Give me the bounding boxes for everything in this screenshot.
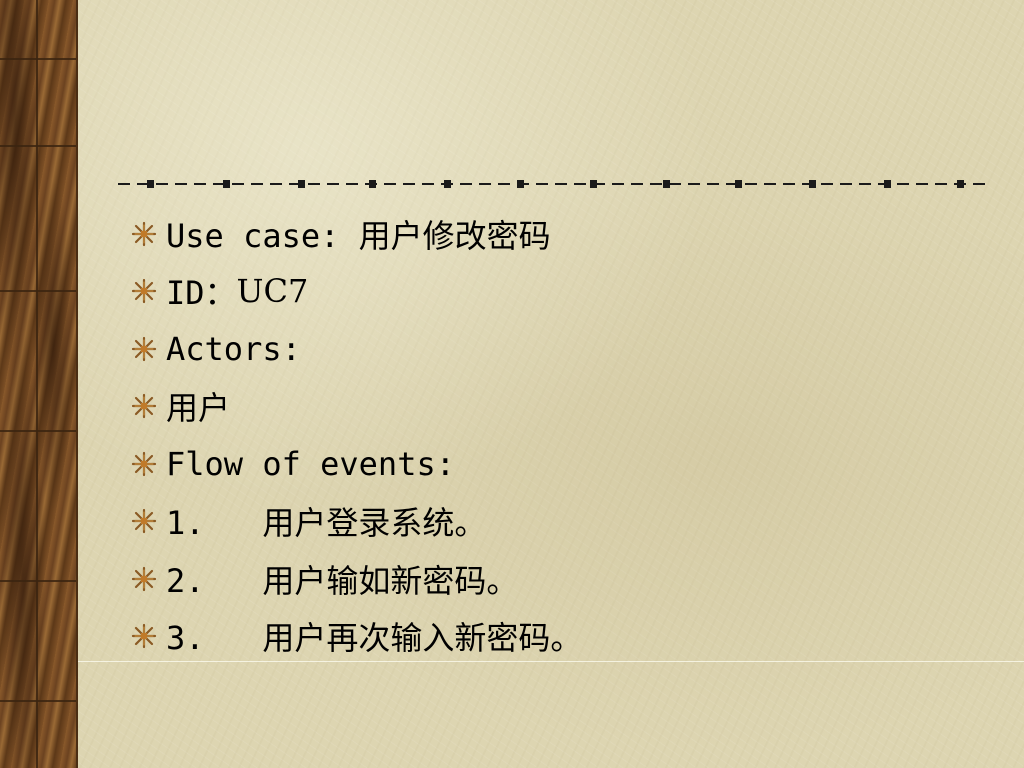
bullet-item-step-1: 1. 用户登录系统。: [130, 493, 582, 551]
bullet-text: 用户: [166, 389, 231, 428]
bullet-item-flow: Flow of events:: [130, 435, 582, 493]
bullet-item-step-3: 3. 用户再次输入新密码。: [130, 608, 582, 666]
bullet-item-id: ID：UC7: [130, 263, 582, 321]
star-bullet-icon: [131, 624, 157, 649]
bullet-text: Actors:: [166, 329, 301, 368]
bullet-list: Use case: 用户修改密码 ID：UC7 Actors: 用户 Flow …: [130, 205, 582, 665]
bullet-text: Flow of events:: [166, 444, 455, 483]
star-bullet-icon: [131, 279, 157, 304]
decorative-dashed-rule: [118, 176, 990, 192]
wood-seam: [0, 580, 76, 582]
wood-seam: [36, 0, 38, 768]
bullet-item-use-case: Use case: 用户修改密码: [130, 205, 582, 263]
bullet-text: 1. 用户登录系统。: [166, 504, 487, 543]
footer-divider: [78, 661, 1024, 662]
bullet-item-step-2: 2. 用户输如新密码。: [130, 550, 582, 608]
wood-seam: [0, 290, 76, 292]
bullet-item-user: 用户: [130, 378, 582, 436]
star-bullet-icon: [131, 451, 157, 476]
star-bullet-icon: [131, 566, 157, 591]
wood-seam: [0, 58, 76, 60]
star-bullet-icon: [131, 394, 157, 419]
bullet-text: 3. 用户再次输入新密码。: [166, 619, 583, 658]
star-bullet-icon: [131, 509, 157, 534]
bullet-item-actors: Actors:: [130, 320, 582, 378]
wood-border: [0, 0, 76, 768]
bullet-text: UC7: [236, 272, 309, 311]
bullet-text: Use case: 用户修改密码: [166, 216, 551, 255]
bullet-text: 2. 用户输如新密码。: [166, 561, 519, 600]
wood-seam: [0, 700, 76, 702]
star-bullet-icon: [131, 221, 157, 246]
bullet-prefix: ID：: [166, 274, 237, 313]
wood-seam: [0, 430, 76, 432]
wood-border-edge: [76, 0, 78, 768]
star-bullet-icon: [131, 336, 157, 361]
wood-seam: [0, 145, 76, 147]
